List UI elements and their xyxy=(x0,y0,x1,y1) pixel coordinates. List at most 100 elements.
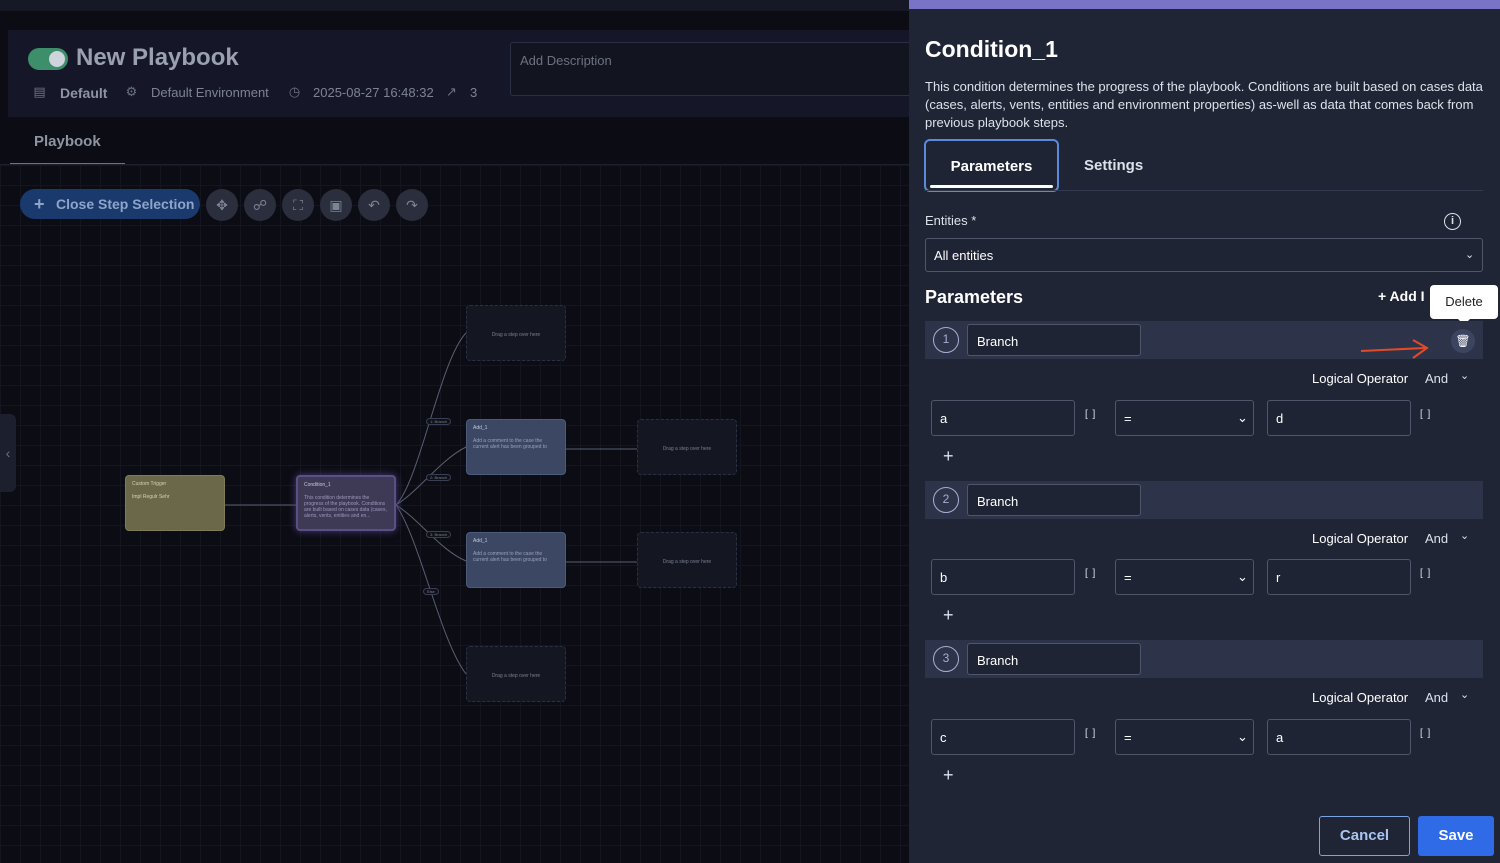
condition-node-title: Condition_1 xyxy=(304,482,331,488)
redo-icon[interactable]: ↷ xyxy=(396,189,428,221)
list-toggle-icon[interactable]: [ ] xyxy=(1420,728,1432,739)
drop-zone[interactable]: Drag a step over here xyxy=(637,419,737,475)
drop-zone[interactable]: Drag a step over here xyxy=(637,532,737,588)
collapse-sidebar-handle[interactable]: ‹ xyxy=(0,414,16,492)
logical-operator-select[interactable]: And⌄ xyxy=(1425,689,1469,705)
playbook-workspace: New Playbook ▤ Default ⚙ Default Environ… xyxy=(0,0,909,863)
plus-icon: + xyxy=(34,194,45,214)
move-icon[interactable]: ✥ xyxy=(206,189,238,221)
branch-name-value: Branch xyxy=(977,494,1019,509)
edge-label: Else xyxy=(423,588,439,595)
chevron-down-icon: ⌄ xyxy=(1237,569,1248,584)
action-node[interactable]: Add_1 Add a comment to the case the curr… xyxy=(466,532,566,588)
condition-node-body: This condition determines the progress o… xyxy=(304,495,387,519)
action-node-body: Add a comment to the case the current al… xyxy=(473,551,547,563)
add-condition-button[interactable]: + xyxy=(943,605,954,625)
branch-name-value: Branch xyxy=(977,653,1019,668)
add-condition-button[interactable]: + xyxy=(943,446,954,466)
drop-zone-text: Drag a step over here xyxy=(662,559,712,565)
condition-right-input[interactable]: a xyxy=(1267,719,1411,755)
branch-number: 3 xyxy=(933,646,959,672)
condition-left-value: b xyxy=(940,570,948,585)
tab-playbook[interactable]: Playbook xyxy=(34,133,101,150)
edge-label: 3: Branch xyxy=(426,531,452,538)
branch-header: 3 Branch xyxy=(925,640,1483,678)
playbook-environment: Default Environment xyxy=(151,85,269,100)
condition-right-input[interactable]: d xyxy=(1267,400,1411,436)
drop-zone[interactable]: Drag a step over here xyxy=(466,305,566,361)
trash-icon[interactable]: 🗑 xyxy=(1451,329,1475,353)
condition-right-input[interactable]: r xyxy=(1267,559,1411,595)
condition-left-input[interactable]: b xyxy=(931,559,1075,595)
branch-name-input[interactable]: Branch xyxy=(967,324,1141,356)
branch-name-value: Branch xyxy=(977,334,1019,349)
list-toggle-icon[interactable]: [ ] xyxy=(1085,728,1097,739)
plus-icon: + xyxy=(1378,288,1390,304)
chevron-down-icon: ⌄ xyxy=(1460,370,1470,382)
playbook-title[interactable]: New Playbook xyxy=(76,44,239,71)
condition-node[interactable]: Condition_1 This condition determines th… xyxy=(296,475,396,531)
branch-number: 2 xyxy=(933,487,959,513)
entities-value: All entities xyxy=(934,248,994,263)
condition-panel: Condition_1 This condition determines th… xyxy=(909,0,1500,863)
operator-select[interactable]: =⌄ xyxy=(1115,559,1254,595)
logical-operator-value: And xyxy=(1425,690,1449,705)
folder-icon: ▤ xyxy=(33,84,46,99)
add-condition-button[interactable]: + xyxy=(943,765,954,785)
logical-operator-label: Logical Operator xyxy=(1312,371,1409,386)
logical-operator-label: Logical Operator xyxy=(1312,531,1409,546)
tab-parameters[interactable]: Parameters xyxy=(924,139,1059,192)
action-node[interactable]: Add_1 Add a comment to the case the curr… xyxy=(466,419,566,475)
list-toggle-icon[interactable]: [ ] xyxy=(1085,568,1097,579)
list-toggle-icon[interactable]: [ ] xyxy=(1420,409,1432,420)
edge-label: 1: Branch xyxy=(426,418,452,425)
list-toggle-icon[interactable]: [ ] xyxy=(1085,409,1097,420)
tab-settings[interactable]: Settings xyxy=(1084,157,1144,174)
condition-right-value: a xyxy=(1276,730,1284,745)
operator-value: = xyxy=(1124,411,1132,426)
tab-divider xyxy=(0,164,909,165)
condition-left-input[interactable]: c xyxy=(931,719,1075,755)
edge-label: 2: Branch xyxy=(426,474,452,481)
info-icon[interactable]: i xyxy=(1444,213,1461,230)
operator-select[interactable]: =⌄ xyxy=(1115,719,1254,755)
chevron-down-icon: ⌄ xyxy=(1237,410,1248,425)
entities-label: Entities * xyxy=(925,213,977,228)
branch-name-input[interactable]: Branch xyxy=(967,484,1141,516)
drop-zone[interactable]: Drag a step over here xyxy=(466,646,566,702)
chevron-down-icon: ⌄ xyxy=(1237,729,1248,744)
undo-icon[interactable]: ↶ xyxy=(358,189,390,221)
branch-name-input[interactable]: Branch xyxy=(967,643,1141,675)
save-button[interactable]: Save xyxy=(1418,816,1494,856)
operator-value: = xyxy=(1124,570,1132,585)
steps-icon: ↗ xyxy=(446,84,457,99)
annotation-arrow-icon xyxy=(1360,339,1429,359)
playbook-step-count: 3 xyxy=(470,85,478,100)
delete-tooltip: Delete xyxy=(1430,285,1498,325)
arrange-icon[interactable]: ☍ xyxy=(244,189,276,221)
fit-view-icon[interactable]: ⛶ xyxy=(282,189,314,221)
panel-description: This condition determines the progress o… xyxy=(925,79,1483,130)
logical-operator-label: Logical Operator xyxy=(1312,690,1409,705)
branch-header: 1 Branch 🗑 xyxy=(925,321,1483,359)
list-toggle-icon[interactable]: [ ] xyxy=(1420,568,1432,579)
playbook-enabled-toggle[interactable] xyxy=(28,48,68,70)
condition-left-input[interactable]: a xyxy=(931,400,1075,436)
chevron-down-icon: ⌄ xyxy=(1460,530,1470,542)
parameters-heading: Parameters xyxy=(925,287,1024,307)
close-step-selection-button[interactable]: + Close Step Selection xyxy=(20,189,200,219)
condition-left-value: a xyxy=(940,411,948,426)
logical-operator-select[interactable]: And⌄ xyxy=(1425,370,1469,386)
logical-operator-select[interactable]: And ⌄ xyxy=(1425,530,1469,546)
description-input[interactable]: Add Description xyxy=(510,42,909,96)
screenshot-icon[interactable]: ▣ xyxy=(320,189,352,221)
entities-select[interactable]: All entities ⌄ xyxy=(925,238,1483,272)
operator-select[interactable]: =⌄ xyxy=(1115,400,1254,436)
drop-zone-text: Drag a step over here xyxy=(491,332,541,338)
add-branch-button[interactable]: + Add I xyxy=(1378,288,1425,304)
cancel-button[interactable]: Cancel xyxy=(1319,816,1410,856)
playbook-header: New Playbook ▤ Default ⚙ Default Environ… xyxy=(8,30,909,117)
trigger-node[interactable]: Custom Trigger Impl Regulr Sehr xyxy=(125,475,225,531)
logical-operator-value: And xyxy=(1425,531,1449,546)
trigger-node-body: Impl Regulr Sehr xyxy=(132,494,170,500)
